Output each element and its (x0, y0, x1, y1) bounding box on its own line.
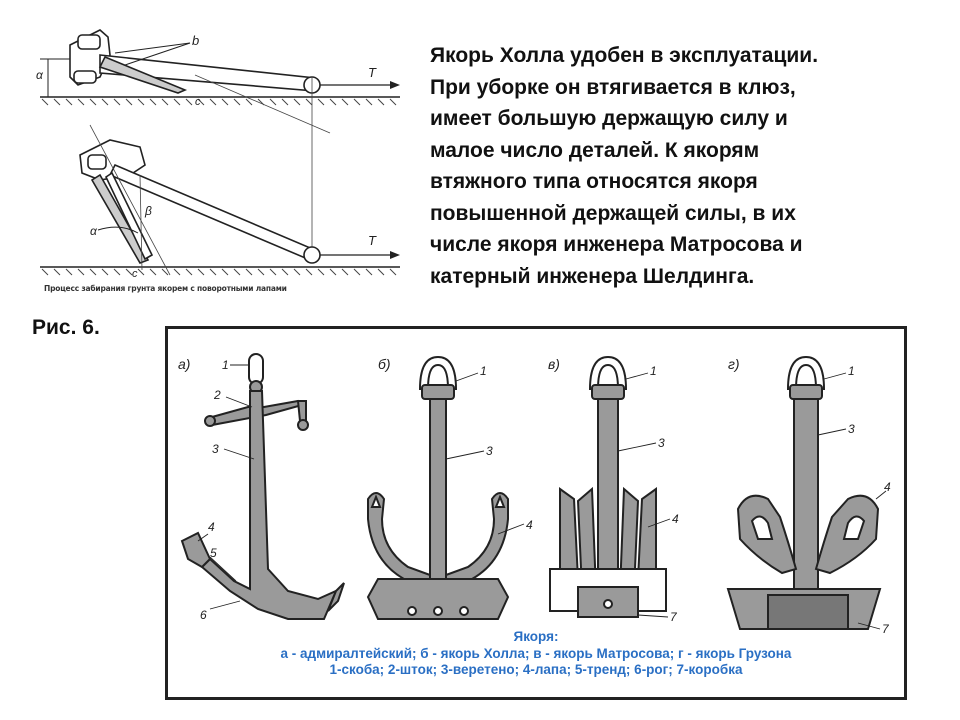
text-line: Якорь Холла удобен в эксплуатации. (430, 44, 819, 67)
part-3-a: 3 (212, 442, 219, 456)
part-3-v: 3 (658, 436, 665, 450)
anchor-drag-diagram: T b α c T α β c (36, 29, 400, 280)
sublabel-g: г) (728, 356, 740, 372)
sublabel-a: а) (178, 356, 190, 372)
part-5-a: 5 (210, 546, 217, 560)
part-4-b: 4 (526, 518, 533, 532)
label-c-bottom: c (132, 268, 138, 280)
part-1-v: 1 (650, 364, 657, 378)
label-t-bottom: T (368, 233, 377, 248)
sublabel-b: б) (378, 356, 391, 372)
label-c-top: c (195, 96, 201, 108)
anchor-legend: Якоря: а - адмиралтейский; б - якорь Хол… (168, 629, 904, 679)
part-2-a: 2 (213, 388, 221, 402)
legend-title: Якоря: (513, 629, 559, 644)
text-line: повышенной держащей силы, в их (430, 201, 796, 225)
part-1-g: 1 (848, 364, 855, 378)
admiralty-anchor (180, 353, 345, 620)
label-t-top: T (368, 65, 377, 80)
top-diagram: T b α c T α β c (30, 15, 410, 305)
main-paragraph: Якорь Холла удобен в эксплуатации. При у… (430, 40, 930, 292)
label-b: b (192, 33, 199, 48)
anchor-lying (69, 29, 321, 94)
part-3-g: 3 (848, 422, 855, 436)
label-alpha-top: α (36, 68, 44, 82)
anchor-digging (79, 139, 321, 264)
text-line: имеет большую держащую силу и (430, 107, 788, 130)
figure-label: Рис. 6. (32, 316, 100, 339)
text-line: При уборке он втягивается в клюз, (430, 75, 796, 99)
sublabel-v: в) (548, 356, 560, 372)
part-3-b: 3 (486, 444, 493, 458)
label-alpha-bottom: α (90, 224, 98, 238)
text-line: катерный инженера Шелдинга. (430, 264, 755, 288)
part-7-v: 7 (670, 610, 678, 624)
part-4-v: 4 (672, 512, 679, 526)
text-line: числе якоря инженера Матросова и (430, 233, 803, 256)
anchor-types-panel: а) б) в) г) 1 2 3 (165, 326, 907, 700)
part-7-g: 7 (882, 622, 890, 636)
part-1-a: 1 (222, 358, 229, 372)
legend-line-parts: 1-скоба; 2-шток; 3-веретено; 4-лапа; 5-т… (329, 662, 743, 677)
hall-anchor (366, 355, 510, 620)
text-line: втяжного типа относятся якоря (430, 170, 758, 193)
anchor-types-diagram: а) б) в) г) 1 2 3 (178, 353, 891, 636)
text-line: малое число деталей. К якорям (430, 138, 760, 162)
part-6-a: 6 (200, 608, 207, 622)
gruzon-anchor (726, 355, 882, 630)
legend-line-types: а - адмиралтейский; б - якорь Холла; в -… (280, 645, 792, 661)
part-4-a: 4 (208, 520, 215, 534)
part-1-b: 1 (480, 364, 487, 378)
top-diagram-caption: Процесс забирания грунта якорем с поворо… (44, 284, 287, 293)
part-4-g: 4 (884, 480, 891, 494)
label-beta: β (144, 204, 152, 218)
matrosov-anchor (549, 355, 667, 618)
